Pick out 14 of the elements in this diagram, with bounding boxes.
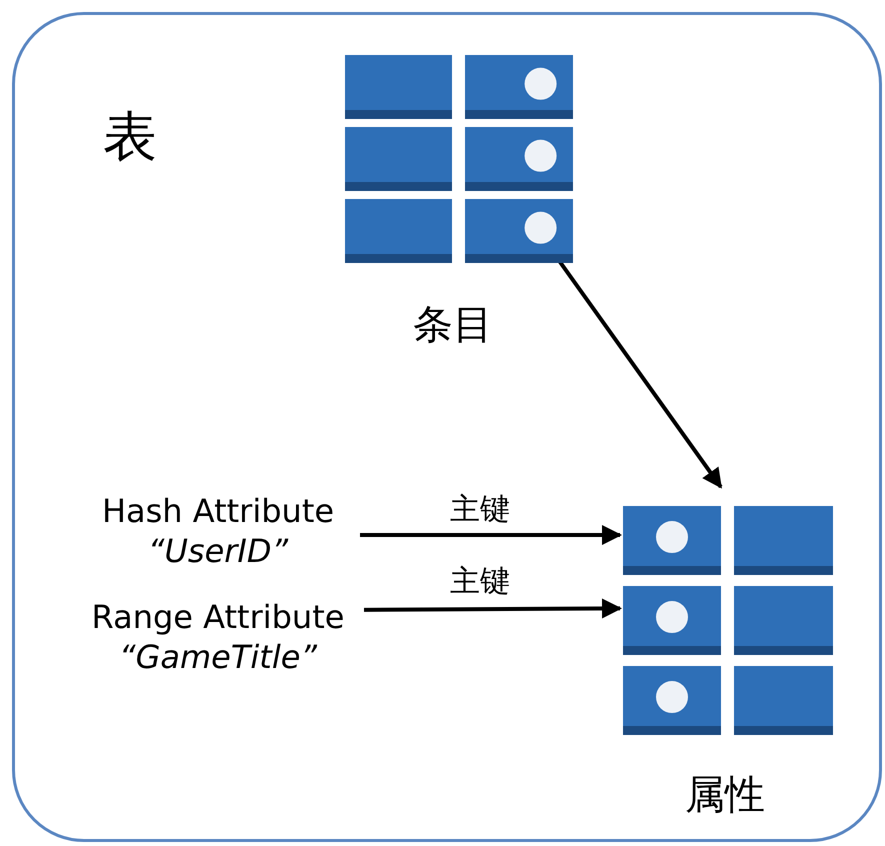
grid-caption: 条目	[413, 303, 493, 347]
table-heading: 表	[103, 107, 157, 166]
arrow	[360, 525, 622, 546]
attribute-value: “GameTitle”	[118, 637, 318, 677]
attribute-name: Hash Attribute	[100, 491, 336, 531]
table-panel	[12, 12, 882, 842]
item-grid	[345, 55, 573, 263]
attribute-grid	[623, 506, 833, 735]
edge-label: 主键	[450, 495, 510, 525]
edge-label: 主键	[450, 567, 510, 597]
attribute-name: Range Attribute	[90, 597, 346, 637]
attribute-value: “UserID”	[146, 531, 290, 571]
arrow	[364, 598, 622, 618]
grid-caption: 属性	[685, 773, 765, 817]
